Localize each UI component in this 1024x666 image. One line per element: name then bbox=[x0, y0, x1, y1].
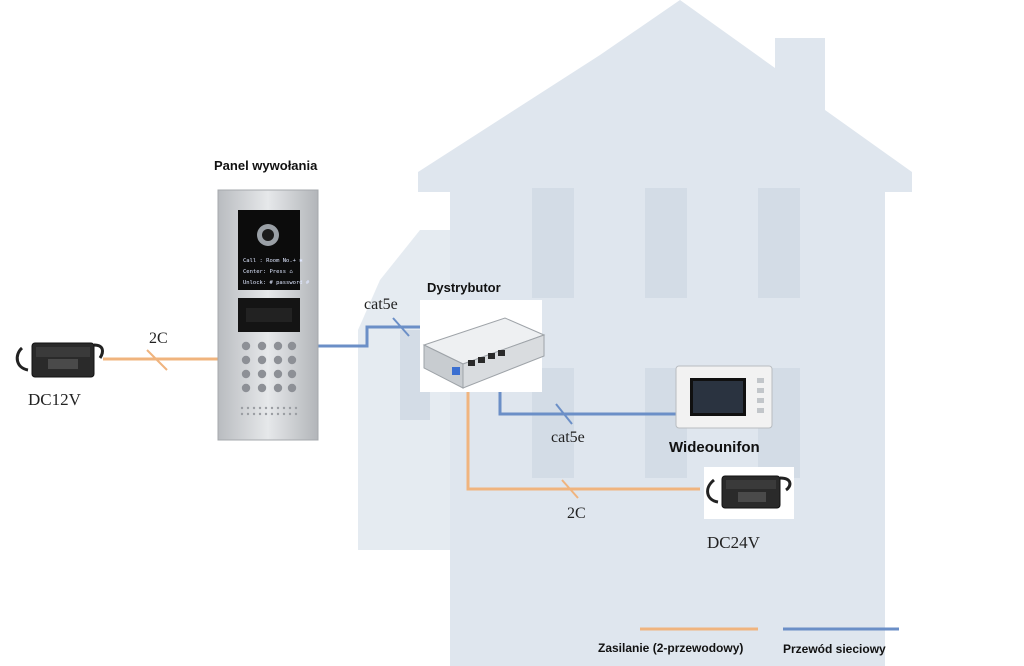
wire-tick bbox=[392, 317, 410, 337]
wire-label-2c-left: 2C bbox=[149, 330, 168, 347]
power-wire-bottom bbox=[466, 375, 700, 491]
call-panel bbox=[217, 189, 319, 441]
panel-title: Panel wywołania bbox=[214, 158, 318, 173]
wire-tick bbox=[561, 479, 579, 499]
distributor bbox=[420, 300, 546, 392]
wire-label-cat5e-top: cat5e bbox=[364, 296, 398, 313]
window bbox=[758, 188, 800, 298]
psu-right-label: DC24V bbox=[707, 533, 761, 552]
legend-power-label: Zasilanie (2-przewodowy) bbox=[598, 641, 743, 655]
window bbox=[532, 188, 574, 298]
panel-screen-line: Unlock: # password # bbox=[243, 280, 310, 286]
wire-tick bbox=[555, 403, 573, 425]
speaker-grille bbox=[240, 406, 298, 416]
monitor-title: Wideounifon bbox=[669, 439, 760, 456]
panel-screen-line: Call : Room No.+ ✱ bbox=[243, 258, 303, 264]
wire-label-cat5e-bottom: cat5e bbox=[551, 429, 585, 446]
power-supply-left bbox=[15, 342, 104, 378]
wire-tick bbox=[146, 349, 168, 371]
psu-left-label: DC12V bbox=[28, 390, 82, 409]
window bbox=[645, 188, 687, 298]
legend-network-label: Przewód sieciowy bbox=[783, 642, 886, 656]
distributor-title: Dystrybutor bbox=[427, 280, 501, 295]
video-monitor bbox=[675, 365, 773, 429]
power-supply-right bbox=[704, 467, 794, 519]
keypad bbox=[241, 341, 297, 393]
legend: Zasilanie (2-przewodowy) Przewód sieciow… bbox=[598, 627, 899, 656]
wire-label-2c-bottom: 2C bbox=[567, 505, 586, 522]
panel-screen-line: Center: Press ⌂ bbox=[243, 269, 293, 275]
